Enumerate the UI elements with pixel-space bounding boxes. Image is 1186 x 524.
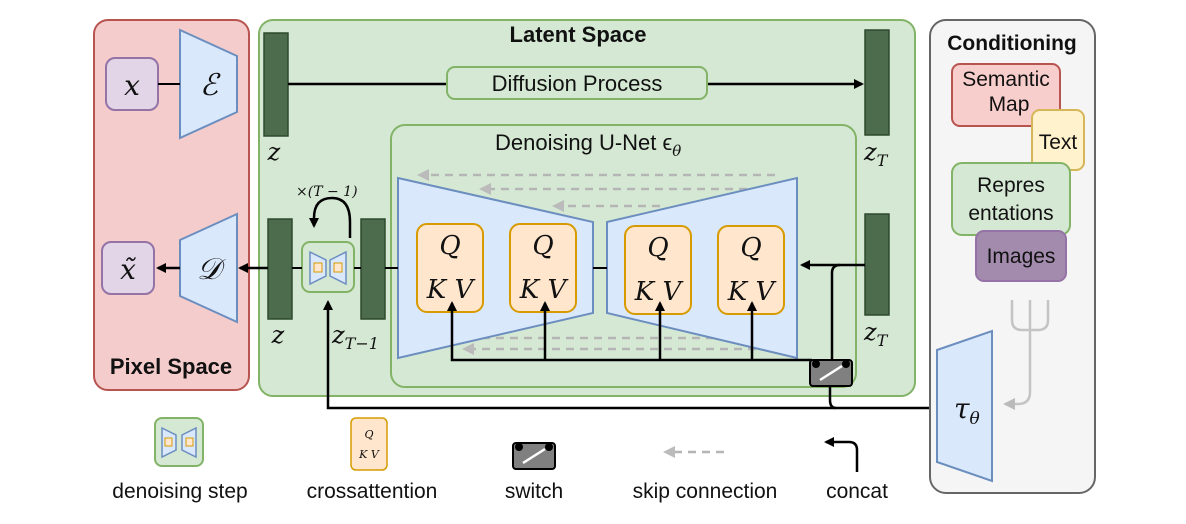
x-tilde-output-label: x̃ — [120, 253, 136, 286]
latent-zT-right-label: zT — [863, 318, 889, 350]
semantic-map-box — [951, 63, 1061, 127]
denoising-step-icon — [301, 241, 355, 293]
svg-text:Q: Q — [439, 231, 460, 261]
latent-zT-top-label: zT — [863, 138, 889, 170]
conditioning-label: Conditioning — [947, 32, 1076, 55]
legend-denoising-step-label: denoising step — [112, 480, 247, 503]
qkv-block-2: Q K V — [509, 223, 577, 313]
conditioning-merge-lines — [1003, 300, 1050, 410]
tau-encoder-trapezoid — [936, 329, 993, 483]
x-input-label: x — [124, 69, 140, 102]
svg-text:K V: K V — [358, 448, 380, 461]
svg-text:K V: K V — [727, 277, 777, 307]
images-box — [975, 230, 1067, 282]
legend-skip-connection-label: skip connection — [633, 480, 778, 503]
latent-space-label: Latent Space — [510, 22, 647, 47]
images-label: Images — [987, 245, 1056, 268]
tau-label: τθ — [954, 392, 980, 429]
latent-z-bottom-label: z — [271, 321, 285, 349]
latent-z-top-bar — [263, 32, 289, 137]
repeat-label: ×(T − 1) — [296, 184, 358, 200]
tau-to-switch-line — [828, 386, 837, 410]
semantic-map-line2: Map — [989, 93, 1030, 116]
qkv-block-3: Q K V — [624, 225, 692, 315]
encoder-label: ℰ — [200, 68, 221, 103]
latent-zT-top-bar — [864, 29, 890, 136]
legend-crossattention-label: crossattention — [307, 480, 438, 503]
encoder-trapezoid — [179, 28, 238, 140]
latent-z-top-label: z — [267, 138, 281, 166]
qkv-block-4: Q K V — [717, 225, 785, 315]
semantic-map-line1: Semantic — [962, 68, 1050, 91]
svg-text:Q: Q — [532, 231, 553, 261]
latent-zT1-label: zT−1 — [331, 321, 379, 353]
latent-z-bottom-bar — [267, 218, 293, 320]
crossattention-arrows — [447, 301, 812, 362]
svg-text:K V: K V — [426, 275, 476, 305]
svg-text:K V: K V — [634, 277, 684, 307]
text-label: Text — [1039, 131, 1078, 154]
representations-line2: entations — [968, 202, 1053, 225]
pixel-space-label: Pixel Space — [110, 354, 232, 379]
svg-text:Q: Q — [647, 233, 668, 263]
unet-label: Denoising U-Net ϵθ — [495, 130, 681, 160]
svg-text:Q: Q — [740, 233, 761, 263]
decoder-trapezoid — [179, 212, 238, 324]
switch-icon — [809, 359, 853, 387]
latent-zT-right-bar — [864, 213, 890, 316]
tau-conditioning-line — [323, 300, 937, 410]
legend-switch-icon — [512, 442, 556, 470]
qkv-block-1: Q K V — [416, 223, 484, 313]
x-tilde-output-box — [101, 241, 155, 295]
legend-concat-icon — [824, 437, 859, 472]
svg-text:Q: Q — [364, 428, 373, 441]
representations-line1: Repres — [977, 174, 1045, 197]
svg-text:K V: K V — [519, 275, 569, 305]
diffusion-process-box — [446, 66, 708, 100]
diffusion-process-label: Diffusion Process — [492, 71, 663, 96]
latent-zT1-bar — [360, 218, 386, 320]
legend-crossattention-icon: Q K V — [350, 417, 388, 471]
repeat-loop-arrow — [309, 196, 352, 238]
legend-denoising-step-icon — [154, 417, 204, 467]
legend-concat-label: concat — [826, 480, 888, 503]
legend-switch-label: switch — [505, 480, 563, 503]
